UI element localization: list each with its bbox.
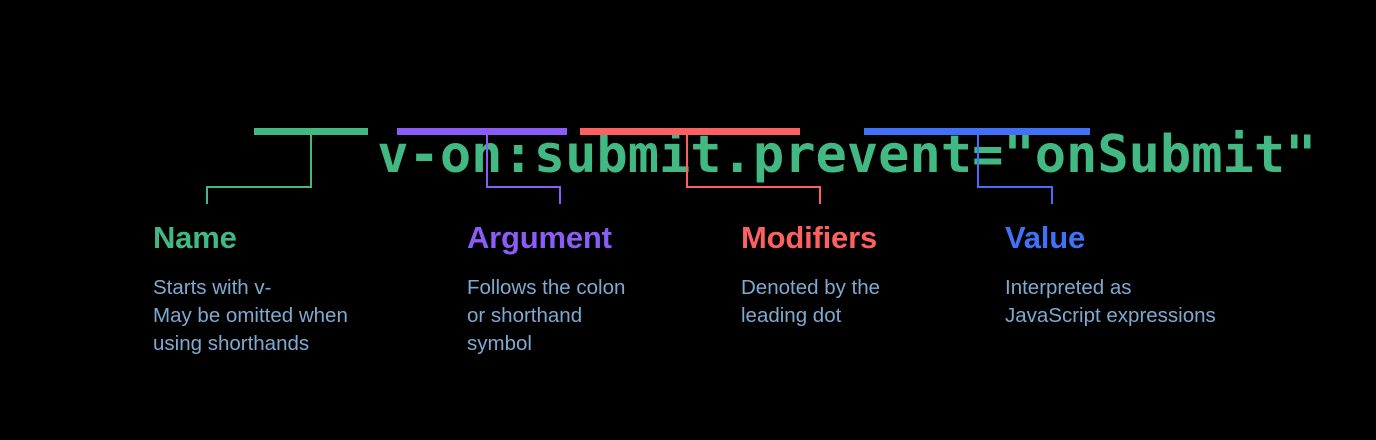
name-underline-bar (254, 128, 368, 135)
value-underline-bar (864, 128, 1090, 135)
label-column-name: Name Starts with v- May be omitted when … (153, 219, 348, 358)
label-description-modifiers: Denoted by the leading dot (741, 276, 881, 327)
label-title-value: Value (1005, 220, 1085, 255)
modifiers-underline-bar (580, 128, 800, 135)
label-column-modifiers: Modifiers Denoted by the leading dot (741, 219, 880, 330)
label-description-name: Starts with v- May be omitted when using… (153, 276, 348, 355)
label-column-value: Value Interpreted as JavaScript expressi… (1005, 219, 1216, 330)
code-segment-value: onSubmit" (1034, 125, 1317, 185)
label-title-name: Name (153, 220, 237, 255)
argument-underline-bar (397, 128, 567, 135)
label-title-modifiers: Modifiers (741, 220, 877, 255)
label-description-value: Interpreted as JavaScript expressions (1005, 276, 1216, 327)
label-column-argument: Argument Follows the colon or shorthand … (467, 219, 625, 358)
code-segment-name: v-on (377, 125, 503, 185)
label-title-argument: Argument (467, 220, 612, 255)
label-description-argument: Follows the colon or shorthand symbol (467, 276, 626, 355)
